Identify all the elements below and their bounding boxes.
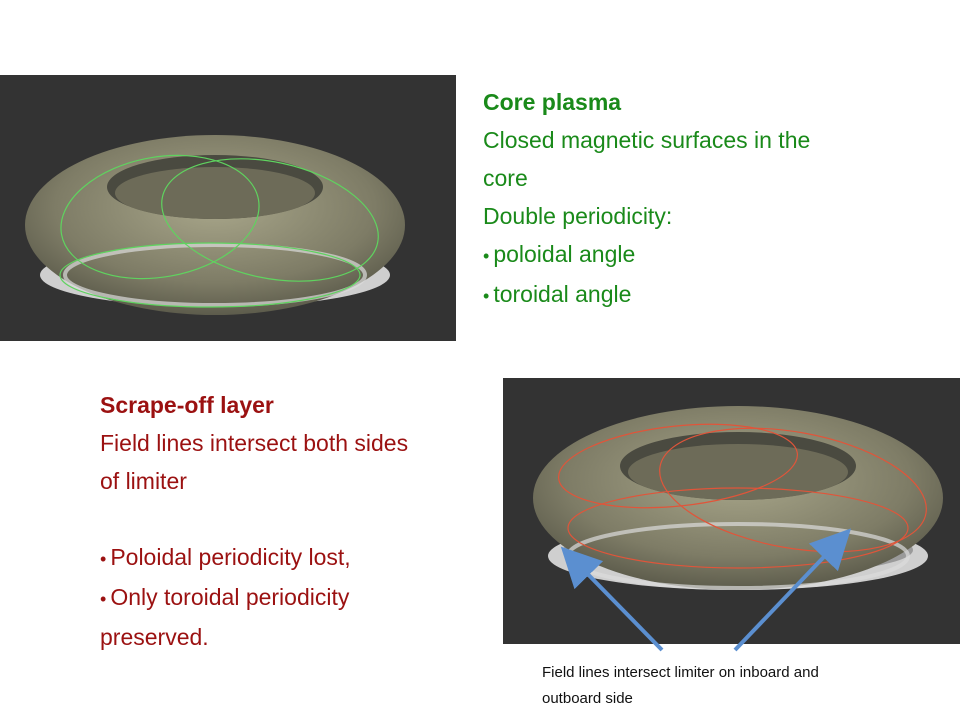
torus-core-render [0,75,456,341]
sol-line-1: Field lines intersect both sides [100,430,409,456]
torus-sol-image [533,406,943,590]
core-line-2: core [483,165,528,191]
core-plasma-title: Core plasma [483,89,622,115]
field-lines-core [59,154,379,308]
sol-bullet-2: •Only toroidal periodicity [100,584,350,610]
core-line-1: Closed magnetic surfaces in the [483,127,811,153]
torus-sol-render [503,378,960,644]
scrape-off-layer-description: Scrape-off layer Field lines intersect b… [100,386,500,656]
caption-line-1: Field lines intersect limiter on inboard… [542,664,819,681]
core-line-3: Double periodicity: [483,203,673,229]
sol-bullet-2-continued: preserved. [100,624,209,650]
torus-core-image [25,135,405,315]
sol-title: Scrape-off layer [100,392,274,418]
core-plasma-description: Core plasma Closed magnetic surfaces in … [483,83,953,315]
core-bullet-1: •poloidal angle [483,241,636,267]
sol-line-2: of limiter [100,468,187,494]
caption-line-2: outboard side [542,690,633,707]
arrow-caption: Field lines intersect limiter on inboard… [542,660,958,712]
sol-bullet-1: •Poloidal periodicity lost, [100,544,351,570]
core-bullet-2: •toroidal angle [483,281,632,307]
